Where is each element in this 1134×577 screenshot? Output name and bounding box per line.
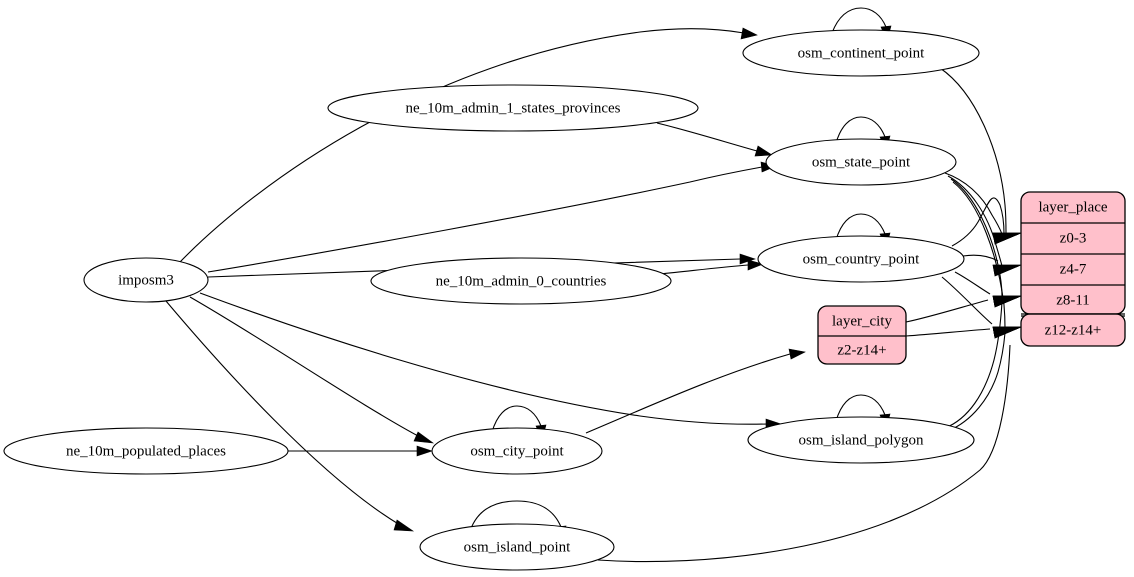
edge-osm_city_point-to-layer_city-z2-z14 — [585, 348, 806, 434]
record-node-layer_city[interactable]: layer_city z2-z14+ — [817, 305, 907, 365]
edge-osm_island_polygon-to-layer_place-z12-z14 — [947, 326, 1022, 432]
node-label-osm-island-polygon: osm_island_polygon — [798, 432, 924, 448]
node-osm_country_point[interactable]: osm_country_point — [757, 235, 965, 283]
edge-imposm3-to-osm_city_point — [189, 296, 435, 444]
edge-ne_places-to-osm_city_point — [288, 445, 433, 457]
edge-imposm3-to-osm_continent_point — [179, 27, 758, 263]
record-row-layer_place-z12-z14plus[interactable]: z12-z14+ — [1045, 322, 1102, 338]
node-label-osm-city-point: osm_city_point — [470, 443, 564, 459]
edge-osm_country_point-to-layer_place-z8-11 — [954, 271, 1022, 308]
record-row-layer_place-z0-3[interactable]: z0-3 — [1060, 230, 1087, 246]
node-osm_state_point[interactable]: osm_state_point — [765, 138, 957, 186]
record-node-layer_place[interactable]: layer_place z0-3 z4-7 z8-11 z12-z14+ — [1020, 191, 1126, 347]
edge-osm_island_point-to-layer_place-z12-z14 — [597, 326, 1022, 563]
edge-imposm3-to-osm_island_polygon — [199, 292, 782, 430]
node-ne_10m_admin_1_states_provinces[interactable]: ne_10m_admin_1_states_provinces — [327, 84, 699, 132]
edge-imposm3-to-osm_island_point — [165, 300, 415, 532]
node-label-osm-island-point: osm_island_point — [464, 539, 572, 555]
node-osm_continent_point[interactable]: osm_continent_point — [742, 29, 980, 77]
node-ne_10m_admin_0_countries[interactable]: ne_10m_admin_0_countries — [370, 257, 672, 305]
node-layer: imposm3 ne_10m_admin_1_states_provinces … — [3, 29, 980, 571]
edge-imposm3-to-osm_state_point — [207, 161, 777, 273]
node-label-ne-countries: ne_10m_admin_0_countries — [436, 273, 607, 289]
node-label-imposm3: imposm3 — [118, 272, 174, 288]
record-row-layer_place-z8-11[interactable]: z8-11 — [1056, 292, 1090, 308]
record-row-layer_place-title: layer_place — [1038, 199, 1107, 215]
record-row-layer_place-z4-7[interactable]: z4-7 — [1060, 261, 1087, 277]
node-imposm3[interactable]: imposm3 — [83, 257, 209, 303]
node-ne_10m_populated_places[interactable]: ne_10m_populated_places — [3, 427, 289, 475]
node-label-ne-places: ne_10m_populated_places — [66, 443, 226, 459]
edge-ne_states-to-osm_state_point — [656, 122, 773, 157]
record-row-layer_city-z2-z14plus[interactable]: z2-z14+ — [837, 342, 886, 358]
edge-osm_country_point-to-layer_place-z4-7 — [962, 254, 1022, 277]
edge-osm_state_point-to-layer_place-z8-11 — [950, 178, 1022, 308]
edge-ne_countries-to-osm_country_point — [659, 259, 764, 275]
record-layer: layer_place z0-3 z4-7 z8-11 z12-z14+ lay… — [817, 191, 1126, 365]
node-osm_city_point[interactable]: osm_city_point — [431, 427, 603, 475]
record-row-layer_city-title: layer_city — [832, 313, 892, 329]
node-label-osm-continent-point: osm_continent_point — [798, 45, 925, 61]
node-label-osm-state-point: osm_state_point — [812, 154, 911, 170]
node-osm_island_polygon[interactable]: osm_island_polygon — [747, 416, 975, 464]
node-label-osm-country-point: osm_country_point — [803, 251, 920, 267]
edge-osm_island_polygon-to-layer_place-z8-11 — [944, 295, 1022, 429]
node-osm_island_point[interactable]: osm_island_point — [419, 523, 615, 571]
edge-osm_country_point-to-layer_place-z0-3 — [951, 197, 1022, 247]
node-label-ne-states: ne_10m_admin_1_states_provinces — [406, 100, 621, 116]
